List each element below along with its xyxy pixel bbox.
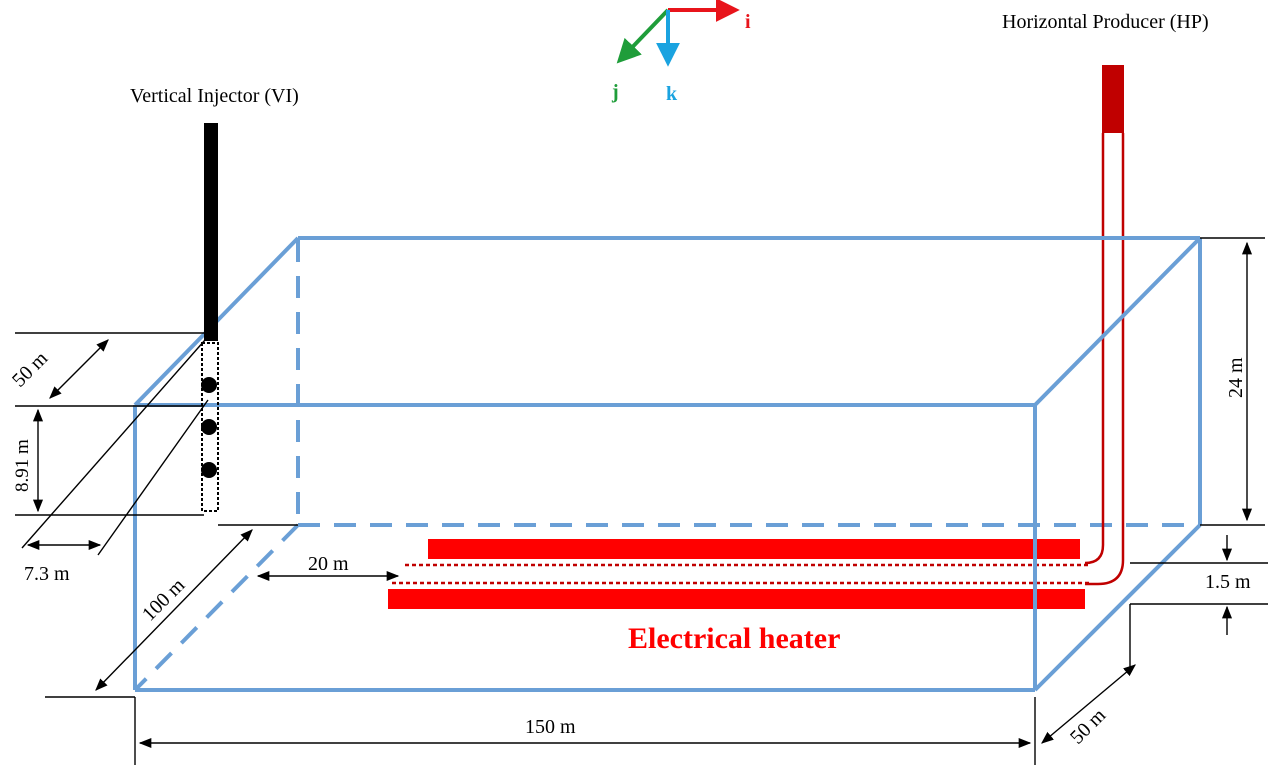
- dim-vi-spacing-label: 7.3 m: [24, 563, 70, 585]
- heater-upper-bar: [428, 539, 1080, 559]
- vertical-injector-well: [201, 123, 219, 512]
- injector-perforated-section: [201, 342, 219, 512]
- injector-solid-section: [204, 123, 218, 341]
- dim-heater-gap-label: 1.5 m: [1205, 571, 1251, 593]
- axis-k-label: k: [666, 83, 678, 105]
- producer-tubing-inner: [1085, 133, 1125, 586]
- electrical-heater-label: Electrical heater: [628, 622, 840, 655]
- axis-triad: i j k: [611, 0, 751, 105]
- producer-wellhead: [1102, 65, 1124, 133]
- dim-vi-offset-bottom: [1041, 664, 1136, 744]
- axis-j-label: j: [611, 81, 619, 103]
- producer-tubing-outer: [1084, 133, 1105, 565]
- horizontal-producer-label: Horizontal Producer (HP): [1002, 11, 1209, 33]
- dim-perforation-height-label: 8.91 m: [12, 439, 33, 492]
- electrical-heater: [388, 539, 1090, 609]
- heater-lower-bar: [388, 589, 1085, 609]
- injector-perforation-2: [201, 419, 217, 435]
- horizontal-producer-well: [1084, 65, 1125, 586]
- dim-depth-total: [95, 529, 253, 691]
- axis-i-label: i: [745, 11, 751, 33]
- dim-vi-offset-bottom-label: 50 m: [1066, 704, 1111, 749]
- axis-j-arrow: [616, 8, 670, 64]
- dim-length-label: 150 m: [525, 716, 576, 738]
- dim-depth-total-label: 100 m: [138, 574, 190, 626]
- dim-heater-offset-label: 20 m: [308, 553, 349, 575]
- dim-vi-offset-top-label: 50 m: [8, 347, 53, 392]
- vertical-injector-label: Vertical Injector (VI): [130, 85, 299, 107]
- dim-vi-offset-top: [49, 339, 109, 399]
- injector-perforation-3: [201, 462, 217, 478]
- injector-perforation-1: [201, 377, 217, 393]
- dimension-lines: [15, 237, 1268, 765]
- dim-height-label: 24 m: [1225, 357, 1247, 398]
